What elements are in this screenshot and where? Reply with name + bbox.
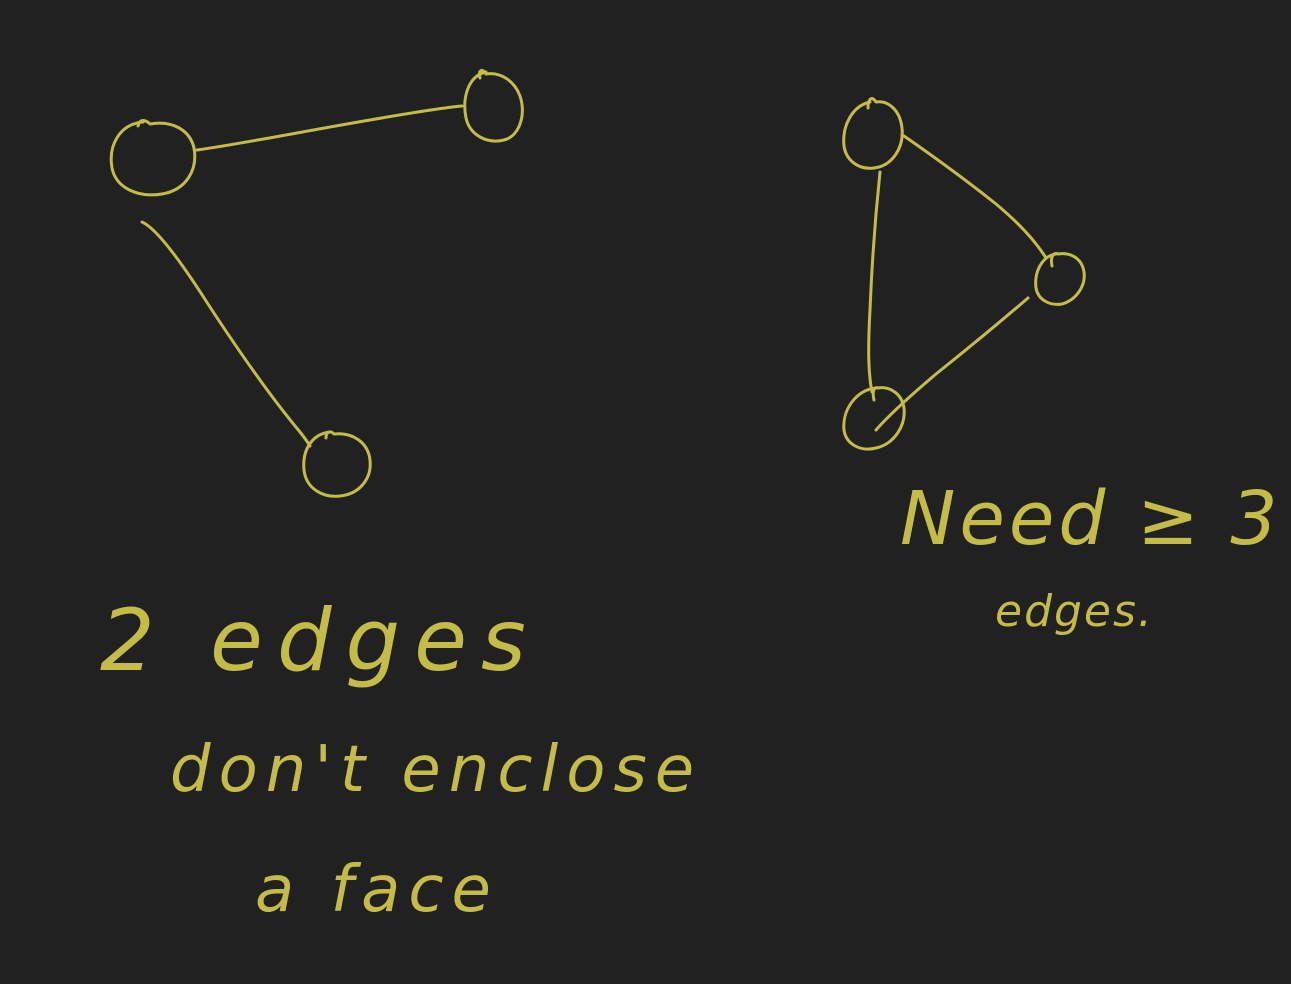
- right-caption-line1: Need ≥ 3: [900, 476, 1282, 562]
- right-edge-top-bottom: [867, 170, 882, 394]
- right-caption-line2: edges.: [995, 586, 1154, 637]
- right-vertex-top: [842, 97, 904, 170]
- right-edge-right-bottom: [874, 296, 1030, 432]
- left-vertex-a: [109, 119, 197, 197]
- right-vertex-bottom: [842, 386, 906, 451]
- left-edge-ab: [195, 104, 464, 152]
- right-vertex-right: [1034, 252, 1086, 306]
- left-caption-line3: a face: [255, 853, 499, 927]
- left-vertex-c: [302, 430, 372, 498]
- left-caption-line2: don't enclose: [170, 733, 703, 807]
- right-edge-top-right: [902, 134, 1048, 260]
- left-graph: [109, 69, 524, 498]
- left-edge-ac: [140, 220, 312, 448]
- left-caption-line1: 2 edges: [100, 591, 540, 691]
- left-vertex-b: [463, 69, 524, 143]
- right-graph: [842, 97, 1086, 451]
